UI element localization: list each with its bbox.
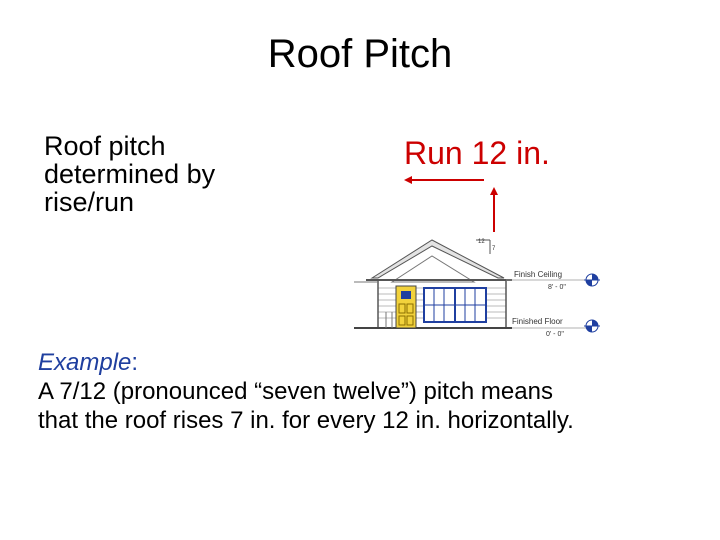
pitch-run-value: 12 <box>478 239 485 245</box>
run-arrow <box>404 176 484 184</box>
finished-floor-height: 0' - 0" <box>546 331 564 338</box>
bullet-line: Roof pitch <box>44 131 166 161</box>
finish-ceiling-height: 8' - 0" <box>548 284 566 291</box>
bullet-line: rise/run <box>44 187 135 217</box>
finished-floor-label: Finished Floor <box>512 317 563 326</box>
run-label: Run 12 in. <box>404 135 550 171</box>
example-colon: : <box>131 349 139 376</box>
house-elevation-diagram: 12 7 Finish Ceiling 8' - 0" Finished <box>354 239 600 338</box>
ceiling-level-marker-icon <box>584 273 600 287</box>
example-heading: Example: <box>38 348 698 377</box>
example-text: Example: A 7/12 (pronounced “seven twelv… <box>38 348 698 435</box>
example-label: Example <box>38 349 132 376</box>
bullet-text: Roof pitch determined by rise/run <box>44 132 294 216</box>
floor-level-marker-icon <box>584 319 600 333</box>
pitch-rise-value: 7 <box>492 246 496 252</box>
window <box>423 287 487 323</box>
bullet-line: determined by <box>44 159 216 189</box>
rise-arrow <box>490 187 498 232</box>
finish-ceiling-label: Finish Ceiling <box>514 270 562 279</box>
slide-title: Roof Pitch <box>267 32 453 76</box>
example-line: A 7/12 (pronounced “seven twelve”) pitch… <box>38 378 553 405</box>
example-line: that the roof rises 7 in. for every 12 i… <box>38 407 574 434</box>
